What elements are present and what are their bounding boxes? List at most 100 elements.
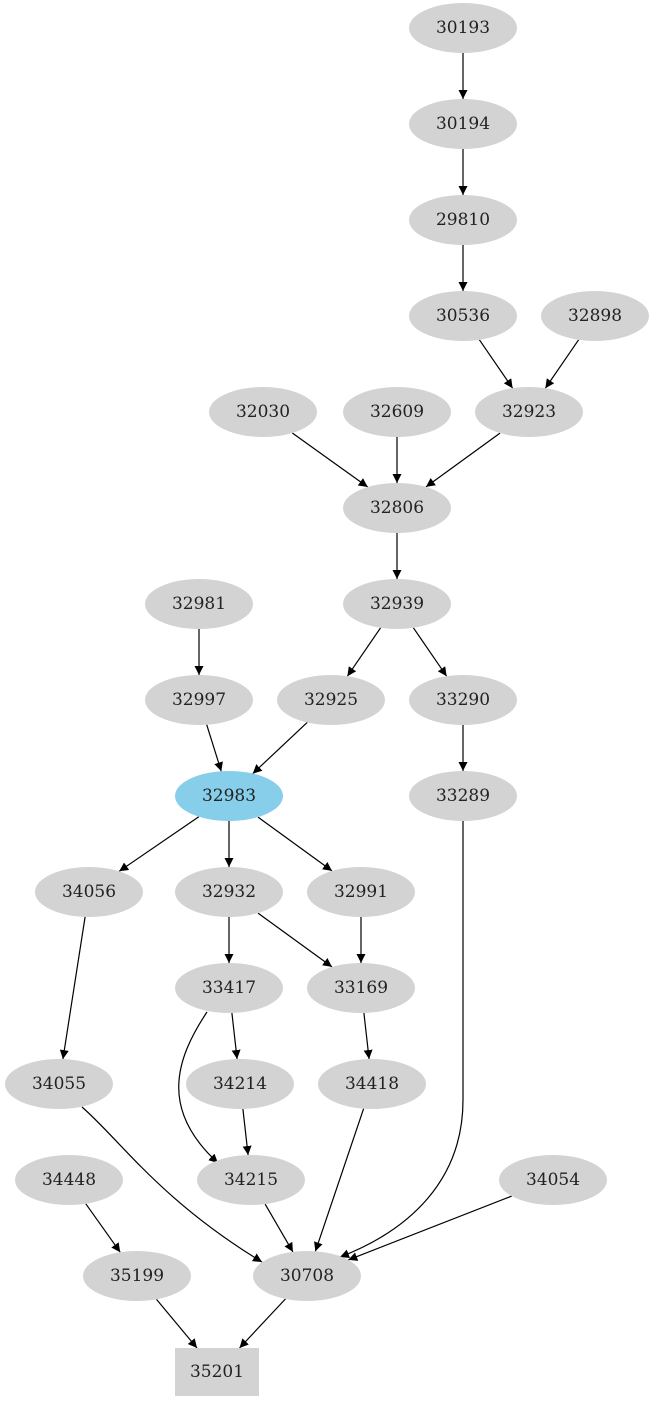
graph-node: 35199 — [83, 1251, 191, 1301]
node-ellipse-shape — [499, 1155, 607, 1205]
edge-34054-to-30708 — [348, 1195, 512, 1261]
graph-node: 33289 — [409, 771, 517, 821]
node-ellipse-shape — [145, 579, 253, 629]
graph-node: 33417 — [175, 963, 283, 1013]
node-label: 34056 — [62, 882, 116, 902]
node-label: 32923 — [502, 402, 556, 422]
node-label: 34055 — [32, 1074, 86, 1094]
node-ellipse-shape — [409, 99, 517, 149]
graph-node: 32932 — [175, 867, 283, 917]
node-ellipse-shape — [409, 675, 517, 725]
node-ellipse-shape — [343, 387, 451, 437]
node-label: 33289 — [436, 786, 490, 806]
node-label: 32932 — [202, 882, 256, 902]
node-ellipse-shape — [35, 867, 143, 917]
node-ellipse-shape — [343, 579, 451, 629]
node-label: 32609 — [370, 402, 424, 422]
graph-node: 30194 — [409, 99, 517, 149]
graph-node: 34054 — [499, 1155, 607, 1205]
edge-32983-to-32991 — [257, 816, 333, 872]
node-ellipse-shape — [145, 675, 253, 725]
node-ellipse-shape — [409, 771, 517, 821]
edge-32030-to-32806 — [291, 432, 369, 488]
node-label: 32898 — [568, 306, 622, 326]
node-label: 33169 — [334, 978, 388, 998]
edge-30536-to-32923 — [478, 339, 514, 389]
node-label: 35201 — [190, 1362, 244, 1382]
node-label: 32925 — [304, 690, 358, 710]
node-ellipse-shape — [209, 387, 317, 437]
edge-34056-to-34055 — [59, 916, 86, 1060]
graph-node: 32991 — [307, 867, 415, 917]
edge-35199-to-35201 — [155, 1298, 198, 1349]
edge-30708-to-35201 — [239, 1298, 286, 1349]
node-ellipse-shape — [475, 387, 583, 437]
edge-33417-to-34214 — [231, 1012, 241, 1060]
node-label: 32991 — [334, 882, 388, 902]
graph-node: 30536 — [409, 291, 517, 341]
node-ellipse-shape — [5, 1059, 113, 1109]
node-label: 34418 — [345, 1074, 399, 1094]
graph-node: 35201 — [175, 1348, 259, 1396]
graph-node: 32030 — [209, 387, 317, 437]
node-ellipse-shape — [15, 1155, 123, 1205]
node-label: 29810 — [436, 210, 490, 230]
edge-34214-to-34215 — [242, 1108, 252, 1156]
node-ellipse-shape — [253, 1251, 361, 1301]
edge-32939-to-32925 — [346, 627, 382, 677]
edge-32939-to-33290 — [412, 627, 448, 677]
node-label: 33417 — [202, 978, 256, 998]
node-label: 30193 — [436, 18, 490, 38]
node-label: 32997 — [172, 690, 226, 710]
node-ellipse-shape — [343, 483, 451, 533]
graph-node: 32983 — [175, 771, 283, 821]
graph-node: 33290 — [409, 675, 517, 725]
graph-node: 33169 — [307, 963, 415, 1013]
node-label: 34448 — [42, 1170, 96, 1190]
graph-node: 34055 — [5, 1059, 113, 1109]
node-ellipse-shape — [186, 1059, 294, 1109]
node-label: 30708 — [280, 1266, 334, 1286]
graph-node: 34448 — [15, 1155, 123, 1205]
graph-node: 32923 — [475, 387, 583, 437]
node-label: 35199 — [110, 1266, 164, 1286]
nodes-layer: 30193 30194 29810 30536 32898 32030 32609 32923… — [5, 3, 649, 1396]
edges-layer — [59, 53, 580, 1349]
node-ellipse-shape — [175, 963, 283, 1013]
edge-34448-to-35199 — [85, 1203, 121, 1253]
node-label: 32983 — [202, 786, 256, 806]
edge-33289-to-30708 — [339, 821, 464, 1258]
node-label: 30536 — [436, 306, 490, 326]
edge-32923-to-32806 — [425, 432, 501, 488]
node-label: 34214 — [213, 1074, 267, 1094]
node-ellipse-shape — [277, 675, 385, 725]
edge-32898-to-32923 — [544, 339, 580, 389]
node-ellipse-shape — [409, 291, 517, 341]
node-ellipse-shape — [318, 1059, 426, 1109]
node-ellipse-shape — [175, 867, 283, 917]
graph-node: 34214 — [186, 1059, 294, 1109]
node-label: 32806 — [370, 498, 424, 518]
edge-32983-to-34056 — [118, 816, 200, 872]
graph-node: 32609 — [343, 387, 451, 437]
graph-node: 34418 — [318, 1059, 426, 1109]
node-label: 33290 — [436, 690, 490, 710]
graph-node: 32898 — [541, 291, 649, 341]
node-ellipse-shape — [409, 195, 517, 245]
node-label: 32939 — [370, 594, 424, 614]
edge-33169-to-34418 — [363, 1012, 373, 1060]
node-ellipse-shape — [409, 3, 517, 53]
graph-node: 32981 — [145, 579, 253, 629]
node-ellipse-shape — [307, 867, 415, 917]
graph-node: 30708 — [253, 1251, 361, 1301]
graph-node: 30193 — [409, 3, 517, 53]
edge-32932-to-33169 — [257, 912, 333, 968]
node-highlight-shape — [175, 771, 283, 821]
node-ellipse-shape — [307, 963, 415, 1013]
edge-33417-to-34215 — [178, 1011, 219, 1164]
node-ellipse-shape — [197, 1155, 305, 1205]
graph-node: 32997 — [145, 675, 253, 725]
edge-34215-to-30708 — [264, 1203, 294, 1253]
node-label: 30194 — [436, 114, 490, 134]
